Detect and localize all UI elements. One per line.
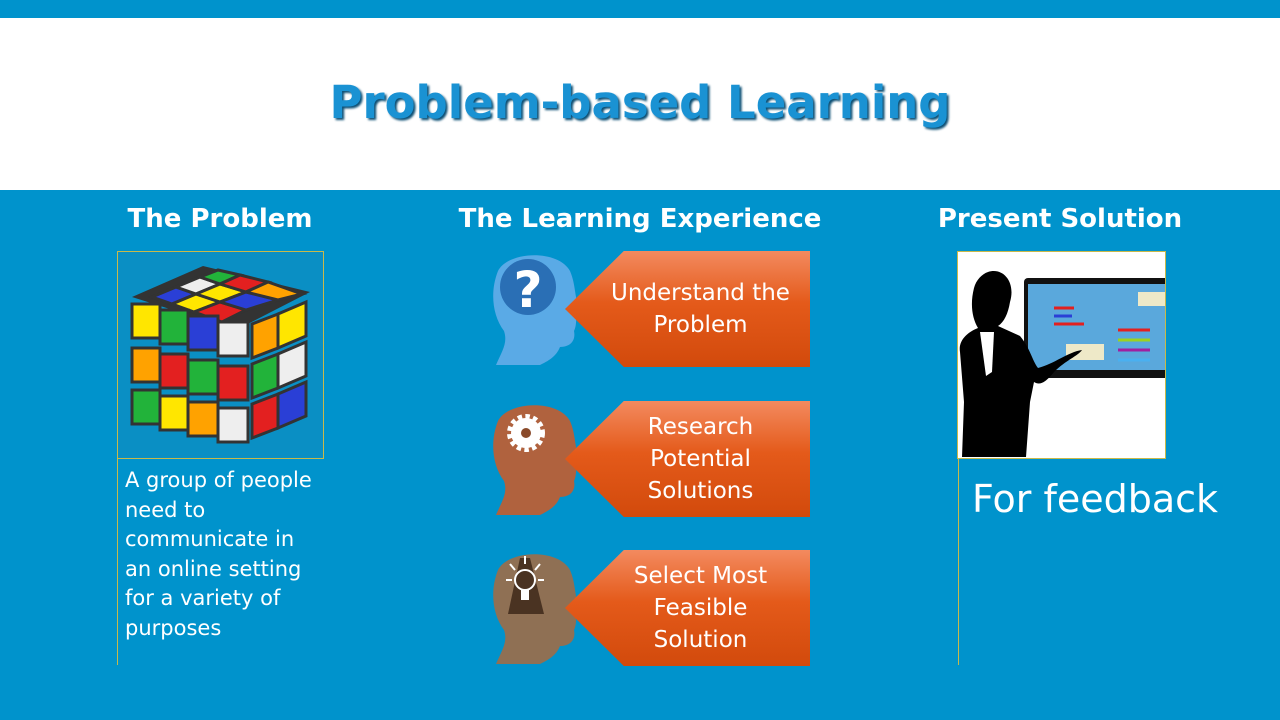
lightbulb-head-icon <box>493 554 580 664</box>
step-understand-problem: ? Understand the Problem <box>488 251 813 367</box>
svg-text:?: ? <box>513 261 542 319</box>
step-research-solutions: Research Potential Solutions <box>488 401 813 517</box>
heading-the-problem: The Problem <box>127 204 313 234</box>
problem-description: A group of people need to communicate in… <box>125 468 312 640</box>
slide-title: Problem-based Learning <box>329 76 951 129</box>
gear-head-icon <box>493 405 580 515</box>
divider-left <box>117 459 118 665</box>
step-label: Select Most Feasible Solution <box>633 563 768 653</box>
top-strip <box>0 0 1280 18</box>
step-select-solution: Select Most Feasible Solution <box>488 550 813 666</box>
heading-learning-experience: The Learning Experience <box>458 204 822 234</box>
presenter-image <box>957 251 1166 459</box>
rubiks-cube-image <box>117 251 324 459</box>
step-label: Research Potential Solutions <box>647 414 754 504</box>
divider-right <box>958 459 959 665</box>
step-label: Understand the Problem <box>611 280 790 338</box>
present-solution-text: For feedback <box>972 477 1219 521</box>
heading-present-solution: Present Solution <box>937 204 1183 234</box>
title-bar <box>0 18 1280 190</box>
question-mark-head-icon: ? <box>493 255 580 365</box>
